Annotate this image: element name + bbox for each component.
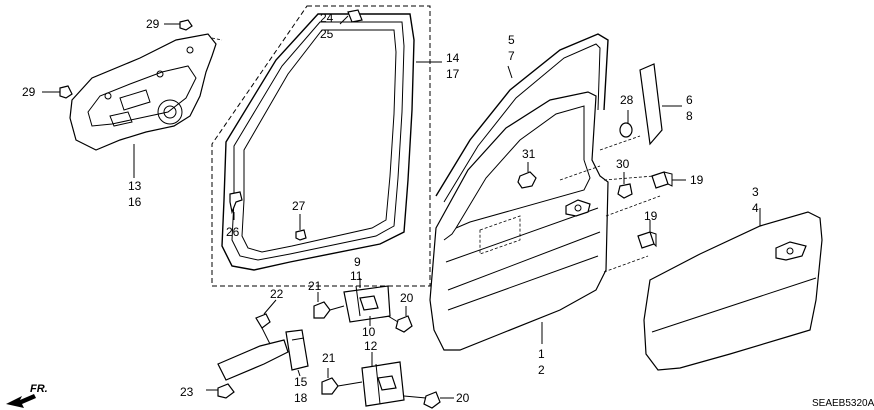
seal-28: [619, 110, 633, 138]
bolt-20-upper: [387, 306, 413, 333]
callout-23: 23: [180, 385, 194, 399]
diagram-code: SEAEB5320A: [812, 398, 874, 409]
callout-28: 28: [620, 93, 634, 107]
callout-30: 30: [616, 157, 630, 171]
callout-21-upper: 21: [308, 279, 322, 293]
door-checker: [217, 329, 309, 381]
callout-29-left: 29: [22, 85, 36, 99]
callout-22: 22: [270, 287, 284, 301]
outer-door-skin: [643, 208, 823, 371]
clip-29-top: [164, 19, 193, 31]
grommet-31: [517, 162, 537, 189]
callout-25: 25: [320, 27, 334, 41]
callout-20-lower: 20: [456, 391, 470, 405]
weatherstrip-group-frame: [211, 5, 431, 287]
callout-14: 14: [446, 51, 460, 65]
callout-7: 7: [508, 49, 515, 63]
upper-hinge: [343, 278, 391, 326]
leader-5: [507, 65, 513, 79]
nut-23: [206, 383, 235, 399]
callout-6: 6: [686, 93, 693, 107]
door-weatherstrip: [435, 33, 609, 203]
clip-29-left: [42, 85, 73, 99]
align-line-4: [603, 255, 649, 273]
front-direction-arrow: [6, 394, 36, 408]
front-direction-label: FR.: [30, 383, 48, 395]
callout-31: 31: [522, 147, 536, 161]
callout-11: 11: [350, 269, 363, 283]
callout-9: 9: [354, 255, 361, 269]
callout-20-upper: 20: [400, 291, 414, 305]
callout-8: 8: [686, 109, 693, 123]
callout-10: 10: [362, 325, 376, 339]
align-line-3: [605, 195, 661, 217]
callout-16: 16: [128, 195, 142, 209]
align-line-2: [603, 175, 655, 181]
bolt-22: [255, 299, 277, 345]
grommet-30: [617, 172, 633, 199]
bolt-21-upper: [313, 292, 345, 319]
callout-27: 27: [292, 199, 306, 213]
callout-3: 3: [752, 185, 759, 199]
bolt-21-lower: [321, 368, 363, 395]
callout-12: 12: [364, 339, 378, 353]
callout-1: 1: [538, 347, 545, 361]
stopper-19-lower: [637, 220, 657, 249]
callout-17: 17: [446, 67, 460, 81]
callout-4: 4: [752, 201, 759, 215]
callout-21-lower: 21: [322, 351, 336, 365]
callout-2: 2: [538, 363, 545, 377]
callout-5: 5: [508, 33, 515, 47]
lower-hinge: [361, 352, 405, 407]
callout-18: 18: [294, 391, 308, 405]
door-shell: [429, 91, 609, 351]
bolt-20-lower: [403, 391, 454, 409]
channel-garnish: [639, 63, 682, 146]
align-line-1: [599, 135, 641, 151]
callout-29-top: 29: [146, 17, 160, 31]
callout-15: 15: [294, 375, 308, 389]
callout-19-upper: 19: [690, 173, 704, 187]
callout-26: 26: [226, 225, 240, 239]
clip-26: [229, 191, 243, 220]
callout-24: 24: [320, 11, 334, 25]
callout-13: 13: [128, 179, 142, 193]
door-inner-cover: [69, 33, 223, 151]
callout-19-lower: 19: [644, 209, 658, 223]
clip-27: [295, 214, 307, 241]
stopper-19-upper: [651, 171, 686, 189]
body-weatherstrip: [221, 9, 415, 271]
